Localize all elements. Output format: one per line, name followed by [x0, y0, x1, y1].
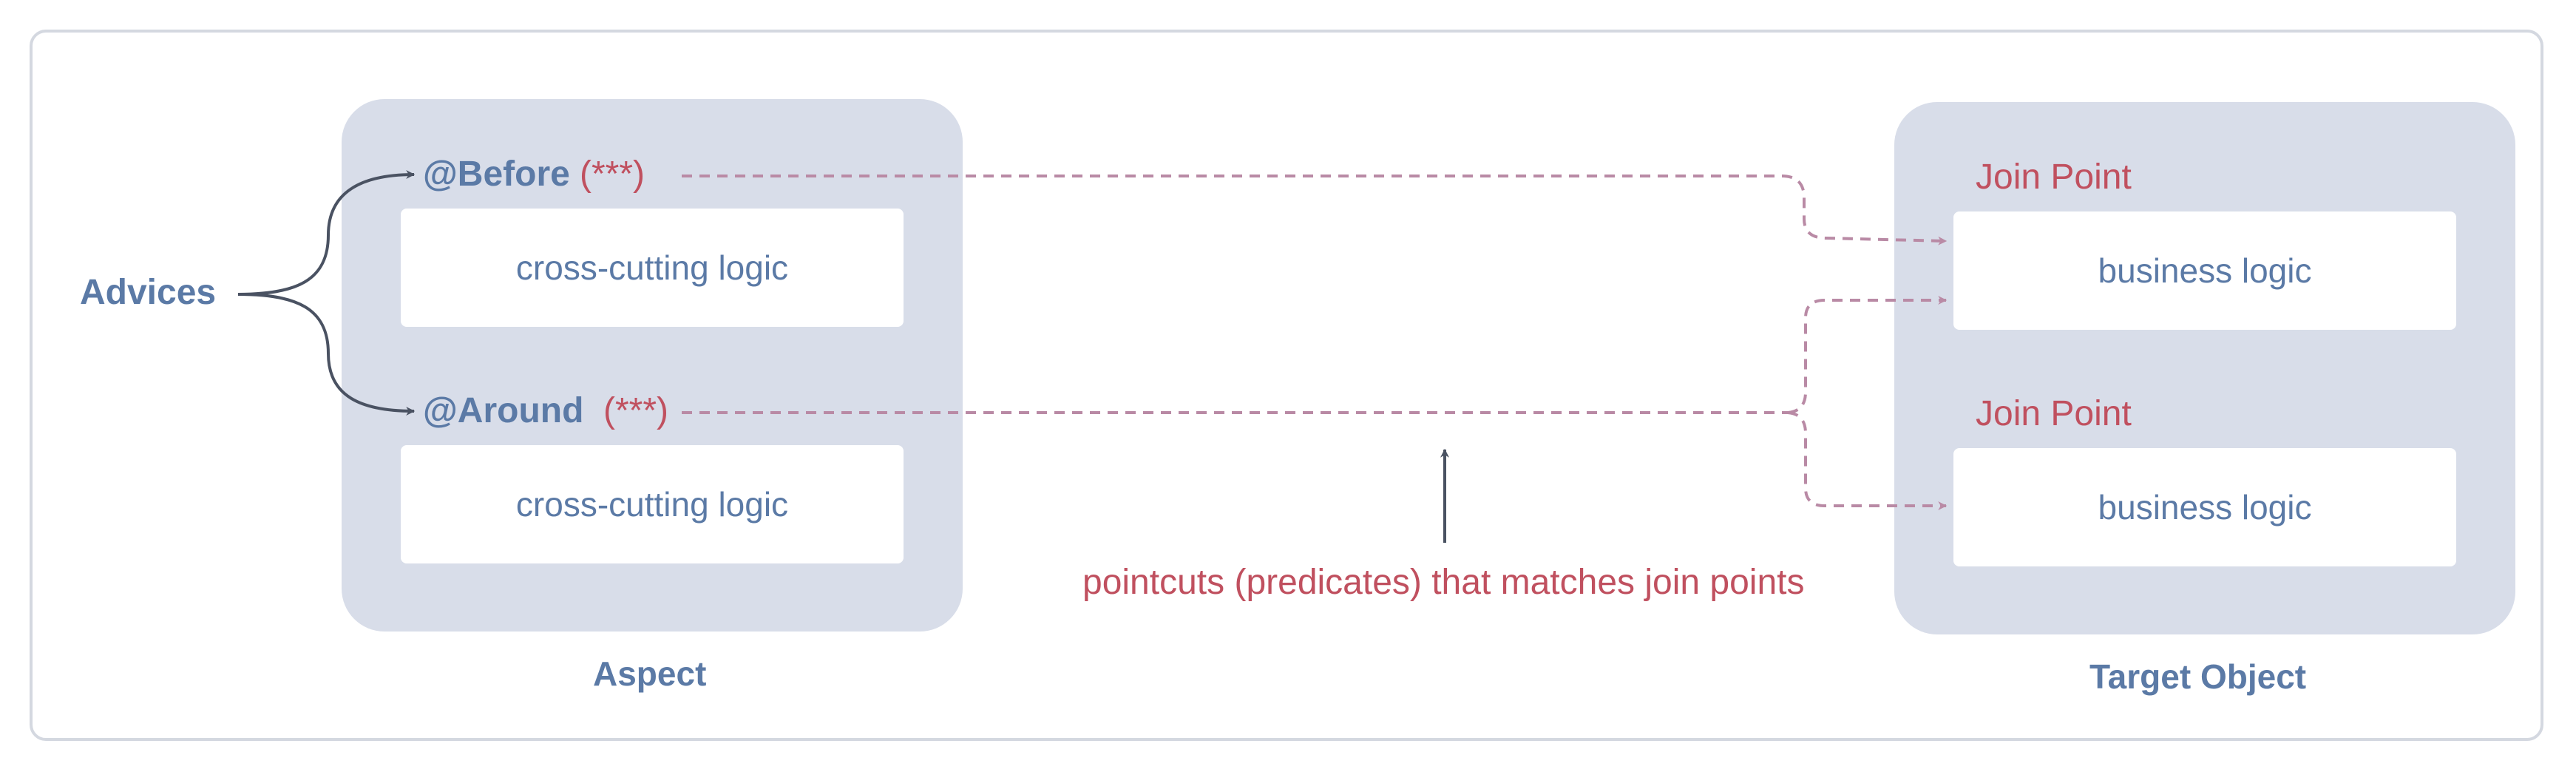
- advices-label: Advices: [80, 273, 217, 312]
- target-object-label: Target Object: [2089, 657, 2307, 696]
- around-pointcut-expression: (***): [603, 391, 669, 430]
- join-point-label-2: Join Point: [1976, 394, 2132, 433]
- before-advice-body: cross-cutting logic: [401, 209, 904, 327]
- business-logic-text-1: business logic: [2098, 251, 2312, 290]
- around-advice-body: cross-cutting logic: [401, 445, 904, 563]
- around-to-join-point-2-connector: [1787, 411, 1948, 510]
- join-point-label-1: Join Point: [1976, 158, 2132, 197]
- pointcuts-caption: pointcuts (predicates) that matches join…: [1082, 563, 1805, 602]
- before-advice-body-text: cross-cutting logic: [515, 248, 789, 287]
- business-logic-box-2: business logic: [1953, 448, 2456, 566]
- before-annotation: @Before: [423, 155, 570, 194]
- before-pointcut-expression: (***): [580, 155, 645, 194]
- around-advice-body-text: cross-cutting logic: [515, 485, 789, 524]
- aspect-label: Aspect: [593, 654, 707, 693]
- advices-to-around-arrow: [237, 293, 416, 416]
- business-logic-box-1: business logic: [1953, 211, 2456, 330]
- advices-to-before-arrow: [237, 170, 416, 296]
- before-to-join-point-1-connector: [682, 175, 1948, 246]
- around-to-join-point-1-connector: [1787, 296, 1948, 414]
- around-annotation: @Around: [423, 391, 584, 430]
- business-logic-text-2: business logic: [2098, 488, 2312, 526]
